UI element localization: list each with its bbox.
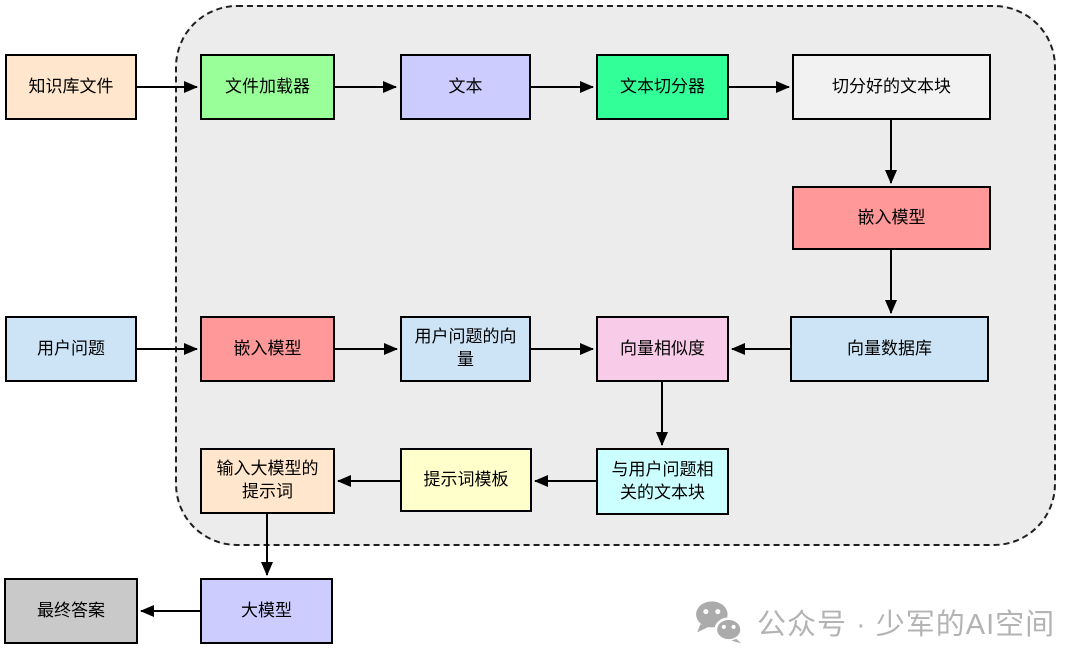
node-split-text-chunks: 切分好的文本块: [792, 54, 991, 120]
node-vector-database: 向量数据库: [790, 316, 989, 382]
node-large-model: 大模型: [200, 578, 333, 644]
watermark: 公众号 · 少军的AI空间: [695, 600, 1055, 644]
watermark-text: 公众号 · 少军的AI空间: [757, 609, 1056, 641]
wechat-icon: [696, 601, 743, 644]
node-llm-input-prompt: 输入大模型的提示词: [200, 448, 335, 514]
node-file-loader: 文件加载器: [200, 54, 335, 120]
node-vector-similarity: 向量相似度: [596, 316, 729, 382]
node-embedding-model-top: 嵌入模型: [792, 186, 991, 250]
node-related-text-chunks: 与用户问题相关的文本块: [596, 448, 729, 515]
node-knowledge-base-file: 知识库文件: [5, 54, 137, 120]
node-final-answer: 最终答案: [4, 578, 138, 644]
node-prompt-template: 提示词模板: [400, 448, 532, 512]
node-text-splitter: 文本切分器: [596, 54, 729, 120]
node-embedding-model-mid: 嵌入模型: [200, 316, 335, 382]
node-user-question: 用户问题: [5, 316, 137, 382]
node-text: 文本: [400, 54, 531, 120]
node-question-vector: 用户问题的向量: [400, 316, 531, 382]
